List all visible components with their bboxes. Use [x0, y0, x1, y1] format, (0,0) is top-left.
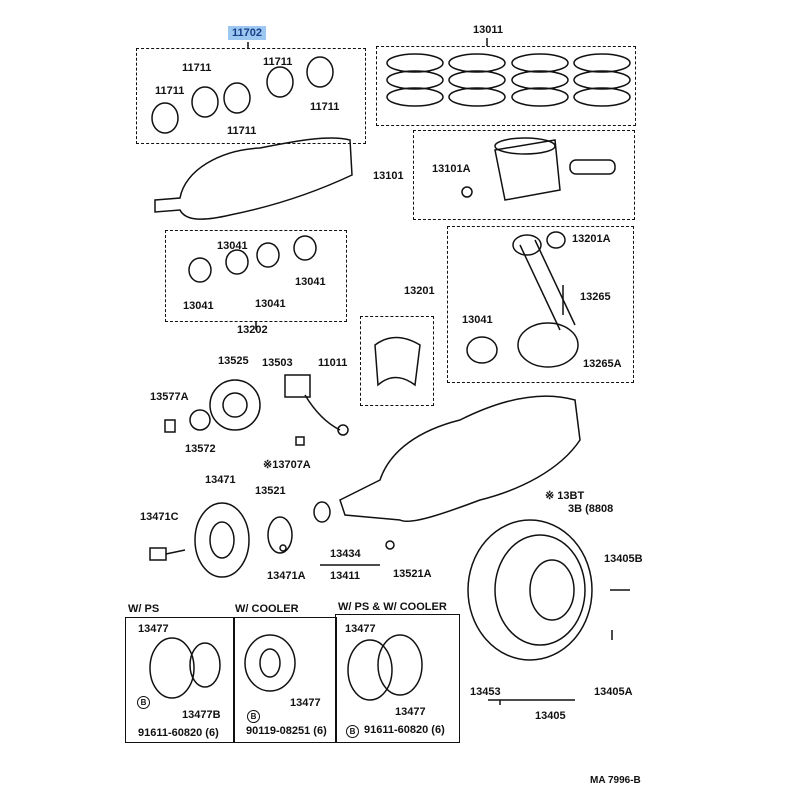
piston-pin: [569, 159, 616, 175]
part-label: 13405: [535, 710, 566, 722]
variant-title-cooler: W/ COOLER: [235, 603, 299, 615]
bolt-marker-icon: B: [247, 710, 260, 723]
highlighted-part-11702[interactable]: 11702: [228, 26, 266, 40]
part-label: 13521: [255, 485, 286, 497]
part-label: 13101A: [432, 163, 471, 175]
part-label: 13477: [290, 697, 321, 709]
variant-panel-ps: [125, 617, 235, 743]
group-13201: [447, 226, 634, 383]
crank-pulley: [194, 502, 250, 578]
group-11702: [136, 48, 366, 144]
part-label: 13471A: [267, 570, 306, 582]
part-label: 13572: [185, 443, 216, 455]
part-label: 13434: [330, 548, 361, 560]
group-13202: [165, 230, 347, 322]
part-label: 13201: [404, 285, 435, 297]
bearing-shells-11711: [151, 56, 334, 134]
part-label: 13405A: [594, 686, 633, 698]
part-label: 13411: [330, 570, 360, 582]
variant-title-ps-cooler: W/ PS & W/ COOLER: [338, 601, 447, 613]
variant-panel-cooler: [233, 617, 337, 743]
part-label: 13477: [138, 623, 169, 635]
part-label: 11711: [227, 125, 257, 137]
part-label: 13577A: [150, 391, 189, 403]
part-label: 13041: [255, 298, 286, 310]
part-label: 13471C: [140, 511, 179, 523]
part-label: 13101: [373, 170, 404, 182]
part-label: 13521A: [393, 568, 432, 580]
part-label: 13471: [205, 474, 236, 486]
crankshaft: [339, 395, 581, 523]
part-label: 90119-08251 (6): [246, 725, 327, 737]
part-label: 11711: [263, 56, 293, 68]
part-label: 13041: [295, 276, 326, 288]
part-label: 13405B: [604, 553, 643, 565]
camshaft: [154, 137, 353, 220]
part-label: 13041: [183, 300, 214, 312]
part-label: 13453: [470, 686, 501, 698]
variant-title-ps: W/ PS: [128, 603, 160, 615]
piston: [494, 139, 561, 201]
part-label: 13477: [395, 706, 426, 718]
part-label: 13477: [345, 623, 376, 635]
group-13101: [413, 130, 635, 220]
part-label: 11011: [318, 357, 348, 369]
flywheel: [467, 519, 593, 661]
part-label: ※13707A: [263, 459, 311, 471]
group-11011: [360, 316, 434, 406]
part-label: 13201A: [572, 233, 611, 245]
part-label: 13011: [473, 24, 503, 36]
connecting-rod: [519, 239, 576, 331]
part-label: 91611-60820 (6): [138, 727, 219, 739]
part-label: 91611-60820 (6): [364, 724, 445, 736]
part-label: 13202: [237, 324, 268, 336]
part-label: 11711: [310, 101, 340, 113]
part-label: 13041: [217, 240, 248, 252]
part-label: 11711: [155, 85, 185, 97]
part-label: 13265A: [583, 358, 622, 370]
group-13011: [376, 46, 636, 126]
piston-rings-13011: [386, 53, 631, 107]
bolt-marker-icon: B: [346, 725, 359, 738]
part-label: 13477B: [182, 709, 221, 721]
bolt-marker-icon: B: [137, 696, 150, 709]
variant-panel-ps-cooler: [335, 614, 460, 743]
note-label: 3B (8808: [568, 503, 614, 515]
diagram-code: MA 7996-B: [590, 775, 641, 786]
part-label: 13265: [580, 291, 611, 303]
part-label: 11711: [182, 62, 212, 74]
part-label: 13525: [218, 355, 249, 367]
part-label: 13503: [262, 357, 293, 369]
part-label: 13041: [462, 314, 493, 326]
note-label: ※ 13BT: [545, 490, 585, 502]
